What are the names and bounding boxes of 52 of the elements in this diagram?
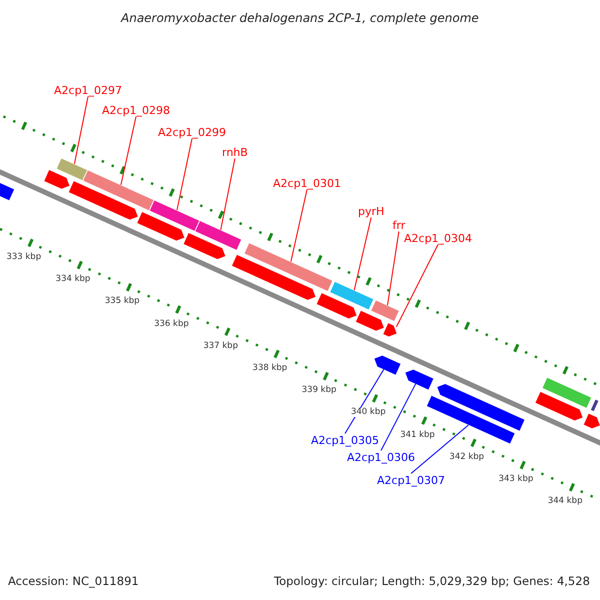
scale-label: 344 kbp xyxy=(548,497,582,506)
accession-note: Accession: NC_011891 xyxy=(8,576,139,588)
gene-bar xyxy=(329,280,374,311)
gene-feature xyxy=(584,414,600,428)
leader-line xyxy=(344,368,384,434)
gene-feature xyxy=(137,212,184,241)
scale-label: 334 kbp xyxy=(56,275,90,284)
gene-label: A2cp1_0304 xyxy=(404,232,472,244)
scale-label: 336 kbp xyxy=(154,320,189,328)
gene-feature xyxy=(184,233,226,260)
scale-label: 342 kbp xyxy=(449,452,484,462)
gene-label: A2cp1_0306 xyxy=(347,452,416,462)
gene-bar xyxy=(370,299,400,322)
scale-label: 333 kbp xyxy=(6,252,42,262)
gene-label: A2cp1_0298 xyxy=(102,104,170,116)
gene-feature xyxy=(68,181,138,220)
gene-label: pyrH xyxy=(358,206,384,216)
gene-label: rnhB xyxy=(222,146,248,158)
gene-feature xyxy=(405,370,434,390)
gene-feature xyxy=(232,254,316,300)
leader-line xyxy=(380,383,416,451)
scale-label: 341 kbp xyxy=(400,430,435,440)
leader-line xyxy=(220,158,236,230)
gene-feature xyxy=(535,392,583,420)
gene-label: A2cp1_0307 xyxy=(377,474,446,486)
gene-feature xyxy=(437,384,524,431)
diagram-title: Anaeromyxobacter dehalogenans 2CP-1, complete genome xyxy=(121,12,479,24)
gene-label: A2cp1_0299 xyxy=(158,126,226,138)
scale-label: 337 kbp xyxy=(203,342,238,350)
gene-label: frr xyxy=(392,220,406,230)
gene-label: A2cp1_0297 xyxy=(54,84,122,96)
leader-line xyxy=(354,217,372,291)
gene-label: A2cp1_0305 xyxy=(311,434,380,446)
gene-feature xyxy=(316,293,357,318)
genome-summary: Topology: circular; Length: 5,029,329 bp; Genes: 4,528 xyxy=(274,576,590,588)
leader-line xyxy=(410,424,469,474)
gene-feature xyxy=(374,356,401,375)
leader-line xyxy=(290,189,308,262)
scale-label: 340 kbp xyxy=(350,408,386,417)
gene-label: A2cp1_0301 xyxy=(273,178,342,188)
gene-feature xyxy=(44,170,70,189)
scale-label: 343 kbp xyxy=(498,475,534,484)
scale-label: 338 kbp xyxy=(252,364,288,373)
leader-line xyxy=(396,244,439,328)
leader-line xyxy=(387,231,400,306)
leader-line xyxy=(74,96,89,164)
leader-line xyxy=(120,116,137,186)
gene-bar xyxy=(590,398,600,412)
scale-label: 339 kbp xyxy=(302,386,336,395)
gene-feature xyxy=(356,310,384,331)
leader-line xyxy=(176,138,193,211)
scale-label: 335 kbp xyxy=(104,297,140,306)
